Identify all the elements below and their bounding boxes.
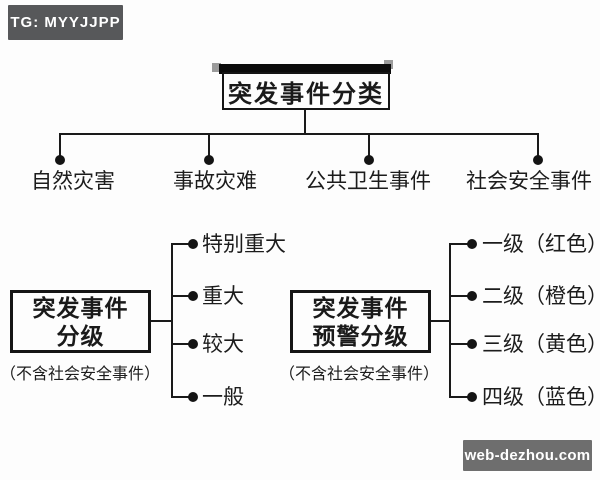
telegram-badge: TG: MYYJJPP [8, 5, 123, 40]
root-node-box: 突发事件分类 [222, 72, 390, 110]
connector-line [450, 295, 468, 297]
connector-line [304, 110, 306, 134]
grading-title-line1: 突发事件 [32, 294, 129, 321]
connector-line [450, 343, 468, 345]
warning-title-line2: 预警分级 [312, 322, 409, 349]
grading-level-label: 特别重大 [202, 232, 286, 256]
node-dot [188, 392, 198, 402]
node-dot [467, 339, 477, 349]
category-label: 公共卫生事件 [305, 169, 431, 193]
node-dot [204, 155, 214, 165]
connector-line [368, 133, 370, 156]
connector-line [59, 133, 539, 135]
connector-line [429, 320, 451, 322]
connector-line [172, 396, 189, 398]
grading-level-label: 一般 [202, 385, 244, 409]
connector-line [172, 243, 189, 245]
connector-line [59, 133, 61, 156]
connector-line [171, 243, 173, 398]
node-dot [188, 291, 198, 301]
connector-line [172, 295, 189, 297]
connector-line [537, 133, 539, 156]
watermark-label: web-dezhou.com [464, 447, 591, 464]
watermark-badge: web-dezhou.com [463, 440, 592, 471]
grading-level-label: 较大 [202, 332, 244, 356]
selected-bar-shape [219, 64, 391, 74]
warning-level-label: 四级（蓝色） [482, 385, 600, 409]
warning-level-label: 一级（红色） [482, 232, 600, 256]
node-dot [55, 155, 65, 165]
grading-title-line2: 分级 [56, 322, 105, 349]
warning-title-line1: 突发事件 [312, 294, 409, 321]
connector-line [450, 243, 468, 245]
grading-note: （不含社会安全事件） [0, 366, 161, 383]
node-dot [364, 155, 374, 165]
warning-level-label: 二级（橙色） [482, 284, 600, 308]
grading-level-label: 重大 [202, 284, 244, 308]
node-dot [533, 155, 543, 165]
node-dot [467, 392, 477, 402]
warning-node-box: 突发事件 预警分级 [290, 290, 431, 353]
root-node-label: 突发事件分类 [228, 80, 384, 108]
node-dot [467, 291, 477, 301]
connector-line [149, 320, 172, 322]
warning-note: （不含社会安全事件） [278, 366, 440, 383]
category-label: 事故灾难 [173, 169, 257, 193]
node-dot [188, 339, 198, 349]
grading-node-box: 突发事件 分级 [10, 290, 151, 353]
warning-level-label: 三级（黄色） [482, 332, 600, 356]
selection-handle-left [212, 63, 221, 72]
category-label: 社会安全事件 [466, 169, 592, 193]
node-dot [188, 239, 198, 249]
connector-line [450, 396, 468, 398]
connector-line [208, 133, 210, 156]
connector-line [172, 343, 189, 345]
connector-line [449, 243, 451, 398]
telegram-badge-label: TG: MYYJJPP [10, 14, 121, 31]
node-dot [467, 239, 477, 249]
category-label: 自然灾害 [31, 169, 115, 193]
